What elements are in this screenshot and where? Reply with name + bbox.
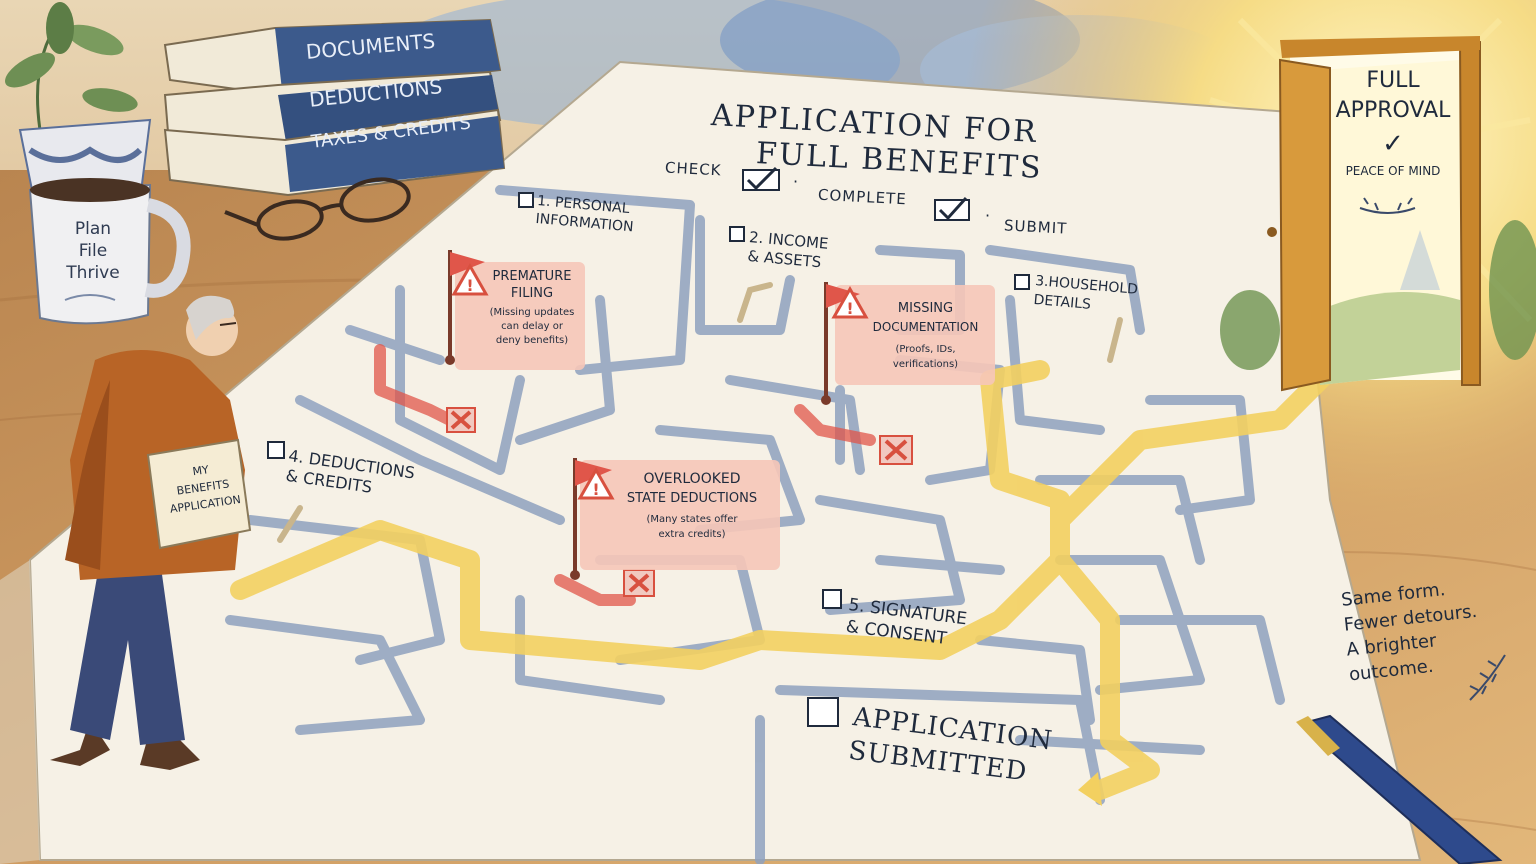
warning-triangle-icon: ! [577, 466, 615, 500]
door-title: FULL [1366, 68, 1420, 93]
step-number: 4. [287, 446, 306, 467]
step-label-line2: DETAILS [1032, 291, 1092, 313]
arrow-icon [737, 282, 773, 323]
warning-triangle-icon: ! [451, 262, 489, 296]
step-number: 2. [748, 228, 765, 248]
checkbox-submitted [807, 697, 839, 727]
warning-note: (Proofs, IDs, [895, 344, 956, 355]
checkbox-personal [518, 192, 534, 208]
eyeglasses [224, 177, 411, 241]
x-mark-icon [623, 569, 655, 597]
step-number: 1. [536, 192, 552, 211]
warning-premature-filing: PREMATURE FILING (Missing updates can de… [472, 268, 592, 348]
warning-missing-documentation: MISSING DOCUMENTATION (Proofs, IDs, veri… [858, 300, 993, 372]
x-mark-icon [879, 435, 913, 465]
mug-text: Plan File Thrive [58, 218, 128, 284]
x-mark-icon [446, 407, 476, 433]
mug-line: File [78, 241, 108, 261]
svg-text:!: ! [466, 276, 473, 295]
warning-triangle-icon: ! [831, 285, 869, 319]
subtitle-submit: SUBMIT [1003, 216, 1068, 238]
step-number: 5. [847, 594, 866, 617]
warning-overlooked-deductions: OVERLOOKED STATE DEDUCTIONS (Many states… [612, 470, 772, 542]
handwritten-note: Same form. Fewer detours. A brighter out… [1340, 574, 1484, 687]
svg-text:!: ! [592, 480, 599, 499]
pen [1296, 714, 1503, 864]
door-subtitle: PEACE OF MIND [1345, 164, 1441, 178]
warning-note-line3: deny benefits) [495, 335, 569, 346]
arrow-icon [1107, 317, 1123, 363]
benefits-sign [146, 438, 252, 550]
checkbox-income [729, 226, 745, 242]
door-title-line2: APPROVAL [1335, 98, 1451, 123]
warning-note-line2: extra credits) [658, 529, 726, 540]
checkmark-icon [938, 196, 968, 221]
coffee-mug [28, 178, 191, 325]
red-flag-icon [445, 250, 485, 365]
bushes [1220, 220, 1536, 370]
warning-note-line2: verifications) [892, 359, 959, 370]
subtitle-check: CHECK [664, 158, 722, 180]
arrow-icon [1078, 772, 1102, 806]
doorway [1267, 36, 1481, 392]
checkbox-household [1014, 274, 1030, 290]
warning-note: (Many states offer [646, 514, 738, 525]
book-stack [163, 18, 506, 197]
detour-paths [374, 344, 876, 606]
laurel-icon [1359, 197, 1416, 214]
warning-title: OVERLOOKED [643, 471, 741, 487]
subtitle-dot1: · [793, 172, 799, 191]
laurel-icon [1469, 654, 1506, 701]
warning-title-line2: FILING [510, 286, 554, 301]
subtitle-dot2: · [985, 206, 991, 225]
mug-line: Thrive [66, 263, 120, 283]
warning-title: PREMATURE [492, 269, 572, 284]
checkbox-signature [822, 589, 842, 609]
red-flag-icon [821, 282, 860, 405]
warning-note-line2: can delay or [501, 321, 563, 332]
door-text: FULL APPROVAL ✓ PEACE OF MIND [1318, 66, 1468, 180]
checkbox-deductions [267, 441, 285, 459]
checkmark-icon: ✓ [1382, 129, 1404, 159]
warning-title-line2: STATE DEDUCTIONS [626, 491, 758, 506]
svg-text:!: ! [846, 299, 853, 318]
warning-title: MISSING [897, 301, 954, 316]
step-income-assets: 2. INCOME & ASSETS [747, 228, 829, 273]
arrow-icon [277, 505, 303, 543]
warning-title-line2: DOCUMENTATION [872, 320, 979, 334]
mug-line: Plan [74, 219, 112, 239]
warning-note: (Missing updates [489, 307, 575, 318]
checkmark-icon [746, 166, 778, 191]
